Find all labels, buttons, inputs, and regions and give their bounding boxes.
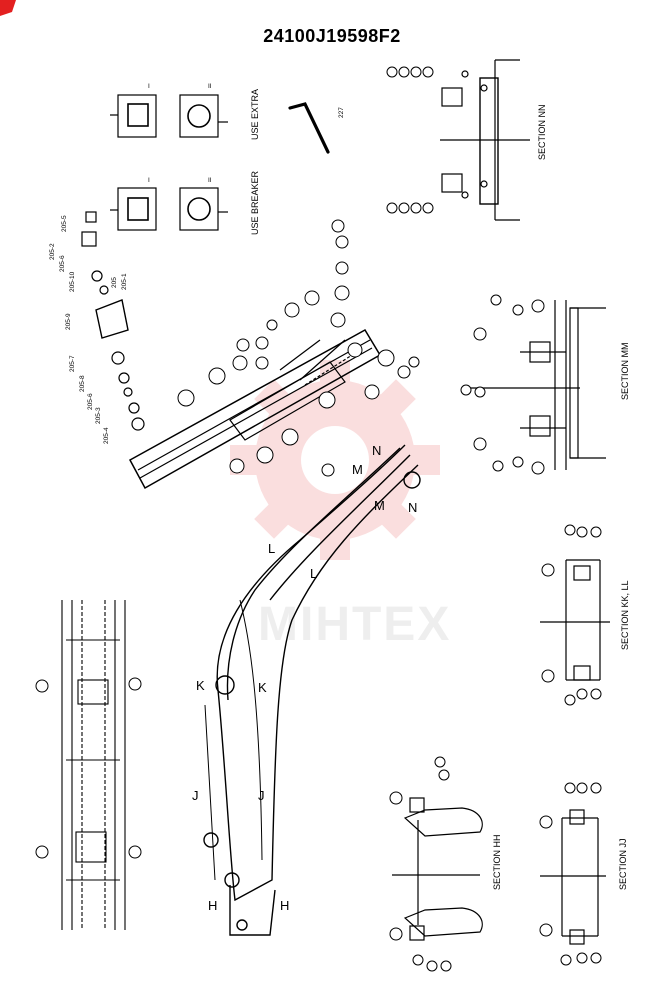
cut-letter-k: K	[196, 678, 205, 693]
part-label: 205-9	[65, 313, 72, 330]
cut-letter-j: J	[192, 788, 199, 803]
hub-group-extra	[110, 94, 228, 138]
cut-letters: N N M M L L K K J J H H	[192, 443, 417, 913]
drawing-number: 24100J19598F2	[263, 26, 401, 46]
part-label: 205-6	[59, 255, 66, 272]
arm-callouts	[177, 219, 420, 477]
use-breaker-label: USE BREAKER	[250, 170, 260, 235]
cut-letter-n: N	[372, 443, 381, 458]
section-kkll-label: SECTION KK, LL	[620, 580, 630, 650]
watermark-text: MIHTEX	[258, 598, 451, 651]
hex-wrench-icon	[288, 102, 330, 154]
part-label: 205-3	[95, 407, 102, 424]
boom-assembly	[203, 444, 421, 936]
section-nn-drawing	[440, 59, 530, 221]
part-label: 205	[111, 277, 118, 288]
section-mm-label: SECTION MM	[620, 343, 630, 401]
section-mm-callouts	[460, 294, 545, 475]
section-kkll-drawing	[540, 559, 610, 681]
corner-mark	[0, 0, 16, 16]
cut-letter-l: L	[310, 566, 317, 581]
boom-top-callouts	[35, 677, 142, 859]
part-label: 205-10	[69, 271, 76, 292]
cut-letter-h: H	[280, 898, 289, 913]
section-hh-label: SECTION HH	[492, 834, 502, 890]
roman-ii-bottom: II	[208, 177, 212, 184]
part-stack-drawing	[81, 211, 145, 431]
part-label: 205-7	[69, 355, 76, 372]
cut-letter-k: K	[258, 680, 267, 695]
section-mm-drawing	[470, 300, 606, 470]
section-jj-drawing	[540, 809, 606, 945]
section-kkll-callouts	[541, 524, 602, 706]
cut-letter-n: N	[408, 500, 417, 515]
cut-letter-m: M	[352, 462, 363, 477]
roman-i-top: I	[148, 83, 150, 90]
roman-ii-top: II	[208, 83, 212, 90]
wrench-part-number: 227	[338, 107, 345, 118]
cut-letter-m: M	[374, 498, 385, 513]
cut-letter-l: L	[268, 541, 275, 556]
section-jj-callouts	[539, 782, 602, 966]
part-label: 205-1	[121, 273, 128, 290]
part-label: 205-4	[103, 427, 110, 444]
cut-letter-j: J	[258, 788, 265, 803]
use-extra-label: USE EXTRA	[250, 89, 260, 140]
part-label: 205-8	[79, 375, 86, 392]
section-hh-callouts	[389, 756, 452, 972]
part-label: 205-2	[49, 243, 56, 260]
section-nn-callouts	[386, 66, 434, 214]
roman-i-bottom: I	[148, 177, 150, 184]
part-label: 205-5	[61, 215, 68, 232]
section-nn-label: SECTION NN	[537, 104, 547, 160]
section-hh-drawing	[392, 797, 483, 941]
boom-top-view	[61, 600, 126, 930]
watermark-gear	[230, 360, 440, 560]
part-label: 205-6	[87, 393, 94, 410]
cut-letter-h: H	[208, 898, 217, 913]
part-stack-labels: 205-5 205-2 205-6 205-10 205-9 205 205-1…	[49, 215, 128, 444]
hub-group-breaker	[110, 187, 228, 231]
section-jj-label: SECTION JJ	[618, 838, 628, 890]
